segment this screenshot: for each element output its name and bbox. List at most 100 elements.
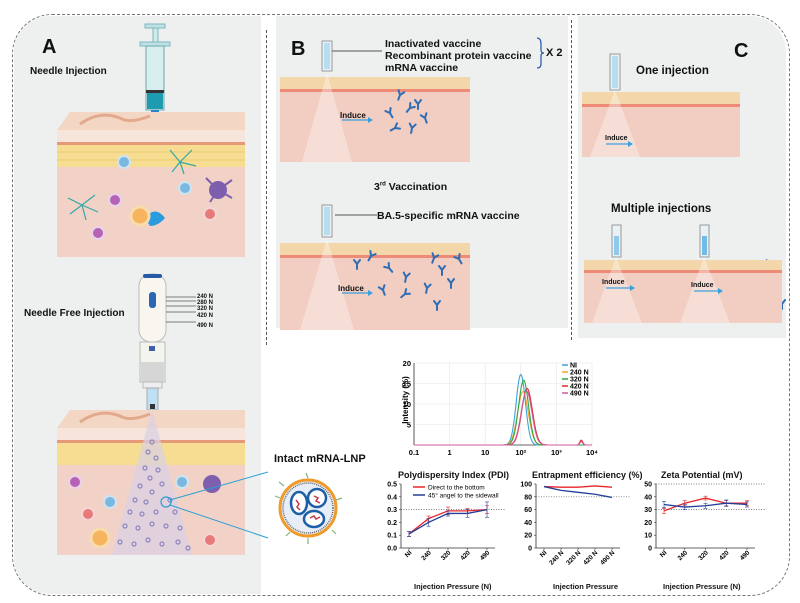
x-tick-label: NI (404, 549, 414, 559)
y-tick-label: 0 (648, 546, 652, 553)
lnp-particles (117, 439, 191, 551)
x-tick-label: 10³ (551, 448, 562, 455)
series-line-490n (414, 390, 592, 446)
pressure-mark: 490 N (197, 323, 214, 329)
needle-free-injector-icon (138, 273, 196, 411)
injector-vial-icon (699, 224, 710, 258)
pressure-mark: 420 N (197, 313, 214, 319)
y-tick-label: 0.4 (387, 494, 397, 501)
x-tick-label: 10⁴ (586, 448, 598, 455)
y-tick-label: 0.2 (387, 520, 397, 527)
zoom-line-top (169, 471, 269, 501)
injector-vial-icon (321, 204, 377, 238)
legend-label: Direct to the bottom (428, 485, 485, 492)
x-tick-label: 1 (448, 448, 452, 455)
panel-c-letter: C (734, 40, 749, 62)
panel-c-illustration (582, 53, 782, 323)
x-tick-label: 420 (459, 549, 472, 562)
immune-cells (67, 149, 233, 240)
x-tick-label: 420 N (582, 549, 599, 566)
panel-a-illustration (57, 23, 269, 555)
multiple-injections-label: Multiple injections (611, 203, 712, 215)
y-tick-label: 0.1 (387, 533, 397, 540)
x-tick-label: 320 N (565, 549, 582, 566)
injector-vial-icon (611, 224, 622, 258)
y-tick-label: 80 (524, 494, 532, 501)
vaccination-word: Vaccination (388, 181, 448, 193)
x-tick-label: 240 (420, 549, 433, 562)
legend-label: NI (570, 363, 577, 370)
y-axis-label: Intensity (%) (401, 376, 410, 424)
x-tick-label: 240 N (548, 549, 565, 566)
ordinal-number: 3 (374, 181, 380, 193)
y-tick-label: 20 (644, 520, 652, 527)
y-tick-label: 20 (524, 533, 532, 540)
y-tick-label: 15 (403, 380, 411, 389)
y-tick-label: 10 (403, 400, 411, 409)
skin-block-needle-free (57, 410, 245, 555)
one-injection-label: One injection (636, 65, 709, 77)
pdi-chart-title: Polydispersity Index (PDI) (398, 470, 510, 480)
series-line-420n (414, 387, 592, 446)
x-tick-label: 490 N (599, 549, 616, 566)
induce-label: Induce (605, 135, 628, 142)
vaccine-item: Recombinant protein vaccine (385, 50, 532, 62)
legend-label: 490 N (570, 391, 589, 398)
zoom-line-bottom (169, 504, 269, 539)
y-tick-label: 10 (644, 533, 652, 540)
zeta-x-axis-label: Injection Pressure (N) (663, 582, 741, 591)
series-line (543, 485, 613, 488)
y-tick-label: 20 (403, 359, 411, 368)
zeta-chart-title: Zeta Potential (mV) (661, 470, 743, 480)
lnp-label: Intact mRNA-LNP (274, 453, 366, 465)
pressure-mark: 320 N (197, 306, 214, 312)
series-line-ni (414, 373, 592, 446)
divider-b-c (571, 20, 572, 340)
injector-vial-icon (321, 40, 382, 72)
x-tick-label: 10² (515, 448, 526, 455)
injector-vial-icon (609, 53, 621, 91)
pressure-mark: 240 N (197, 294, 214, 300)
x-tick-label: 240 (677, 549, 690, 562)
needle-free-injection-label: Needle Free Injection (24, 308, 125, 319)
y-tick-label: 60 (524, 507, 532, 514)
needle-injection-label: Needle Injection (30, 66, 107, 77)
ee-x-axis-label: Injection Pressure (553, 582, 619, 591)
y-tick-label: 40 (644, 494, 652, 501)
x-tick-label: NI (659, 549, 669, 559)
series-line (543, 485, 613, 499)
x-tick-label: NI (539, 549, 549, 559)
third-vaccination-label: 3rd Vaccination (374, 181, 447, 193)
y-tick-label: 5 (407, 421, 411, 430)
vaccine-item: Inactivated vaccine (385, 38, 482, 50)
y-tick-label: 0 (528, 546, 532, 553)
pressure-mark: 280 N (197, 300, 214, 306)
x-tick-label: 490 (479, 549, 492, 562)
y-tick-label: 100 (520, 482, 532, 489)
divider-a-b (266, 30, 267, 345)
induce-label: Induce (340, 111, 366, 120)
induce-label: Induce (602, 279, 625, 286)
legend-label: 320 N (570, 377, 589, 384)
y-tick-label: 50 (644, 482, 652, 489)
ee-chart-title: Entrapment efficiency (%) (532, 470, 643, 480)
x-tick-label: 10 (481, 448, 489, 455)
y-tick-label: 0.3 (387, 507, 397, 514)
legend-label: 240 N (570, 370, 589, 377)
induce-label: Induce (691, 282, 714, 289)
y-tick-label: 40 (524, 520, 532, 527)
ordinal-suffix: rd (379, 181, 386, 188)
outer-dashed-frame (12, 14, 790, 596)
lnp-particle-icon (274, 472, 343, 544)
pdi-x-axis-label: Injection Pressure (N) (414, 582, 492, 591)
induce-label: Induce (338, 284, 364, 293)
series-line-240n (414, 391, 592, 446)
y-tick-label: 0.5 (387, 482, 397, 489)
pressure-marks: 240 N 280 N 320 N 420 N 490 N (197, 294, 213, 329)
vaccine-item: mRNA vaccine (385, 62, 459, 74)
repeat-count-label: X 2 (546, 47, 563, 59)
